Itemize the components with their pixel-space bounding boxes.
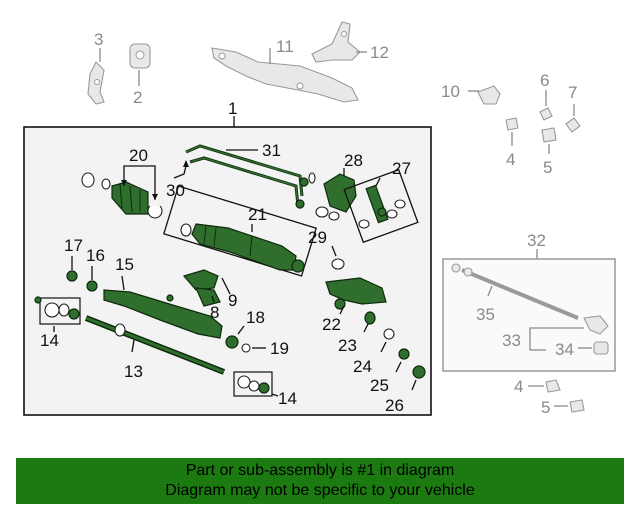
callout-29[interactable]: 29 (308, 228, 327, 247)
assembly-32-frame (442, 258, 616, 372)
crossmember-part-11 (211, 47, 359, 103)
callout-9[interactable]: 9 (228, 291, 237, 310)
callout-5-top[interactable]: 5 (543, 158, 552, 177)
callout-26[interactable]: 26 (385, 396, 404, 415)
callout-28[interactable]: 28 (344, 151, 363, 170)
callout-22[interactable]: 22 (322, 315, 341, 334)
bolt-part-4-top (505, 117, 519, 131)
callout-5-bottom[interactable]: 5 (541, 398, 550, 417)
callout-6[interactable]: 6 (540, 71, 549, 90)
callout-15[interactable]: 15 (115, 255, 134, 274)
clip-part-7 (565, 117, 581, 133)
grommet-part-10 (477, 85, 501, 105)
bolt-part-6 (539, 107, 553, 121)
part-27-inset (343, 168, 419, 244)
part-24 (383, 328, 395, 340)
callout-17[interactable]: 17 (64, 236, 83, 255)
bolt-part-4-bottom (545, 379, 561, 393)
callout-7[interactable]: 7 (568, 83, 577, 102)
part-26 (412, 365, 426, 379)
part-25 (398, 348, 410, 360)
nut-part-17 (66, 270, 78, 282)
callout-4-top[interactable]: 4 (506, 150, 515, 169)
callout-34[interactable]: 34 (555, 340, 574, 359)
tie-rod-end-part-33 (583, 315, 609, 335)
callout-14-left[interactable]: 14 (40, 331, 59, 350)
callout-3[interactable]: 3 (94, 30, 103, 49)
stay-bracket-part-12 (311, 21, 361, 63)
bracket-part-9 (182, 269, 219, 291)
seal-part-18 (225, 335, 239, 349)
pinion-assembly-part-28 (323, 173, 357, 213)
callout-4-bottom[interactable]: 4 (514, 377, 523, 396)
part-14-right-inset (233, 371, 273, 397)
callout-31[interactable]: 31 (262, 141, 281, 160)
callout-2[interactable]: 2 (133, 88, 142, 107)
callout-13[interactable]: 13 (124, 362, 143, 381)
callout-11[interactable]: 11 (276, 37, 294, 56)
part-23 (364, 311, 376, 325)
callout-21[interactable]: 21 (248, 205, 267, 224)
callout-25[interactable]: 25 (370, 376, 389, 395)
steering-housing-part-15 (103, 289, 223, 339)
callout-24[interactable]: 24 (353, 357, 372, 376)
washer-part-20 (81, 172, 95, 188)
disclaimer-banner: Part or sub-assembly is #1 in diagram Di… (16, 458, 624, 504)
callout-19[interactable]: 19 (270, 339, 289, 358)
callout-35[interactable]: 35 (476, 305, 495, 324)
oring-part-19 (241, 343, 251, 353)
part-14-left-inset (39, 297, 81, 325)
callout-12[interactable]: 12 (370, 43, 389, 62)
gear-housing-part-22 (325, 277, 387, 305)
callout-10[interactable]: 10 (441, 82, 460, 101)
banner-line-1: Part or sub-assembly is #1 in diagram (185, 462, 455, 479)
callout-33[interactable]: 33 (502, 331, 521, 350)
nut-part-5-top (541, 127, 557, 143)
callout-18[interactable]: 18 (246, 308, 265, 327)
nut-part-34 (593, 341, 609, 355)
callout-23[interactable]: 23 (338, 336, 357, 355)
seal-part-29 (331, 258, 345, 270)
callout-30[interactable]: 30 (166, 181, 185, 200)
banner-line-2: Diagram may not be specific to your vehi… (165, 482, 475, 499)
callout-16[interactable]: 16 (86, 246, 105, 265)
tie-rod-part-35 (461, 268, 579, 320)
steering-rack-parts-diagram: 1 32 3 2 11 12 10 6 7 4 5 20 (23, 21, 616, 417)
callout-8[interactable]: 8 (210, 303, 219, 322)
rack-housing-part-21 (191, 223, 297, 271)
callout-1[interactable]: 1 (228, 99, 237, 118)
callout-20[interactable]: 20 (129, 146, 148, 165)
callout-32[interactable]: 32 (527, 231, 546, 250)
nut-part-5-bottom (569, 399, 585, 413)
callout-27[interactable]: 27 (392, 159, 411, 178)
clamp-part-20 (147, 205, 163, 219)
part-21-inset (163, 185, 317, 277)
callout-14-right[interactable]: 14 (278, 389, 297, 408)
nut-part-16 (86, 280, 98, 292)
